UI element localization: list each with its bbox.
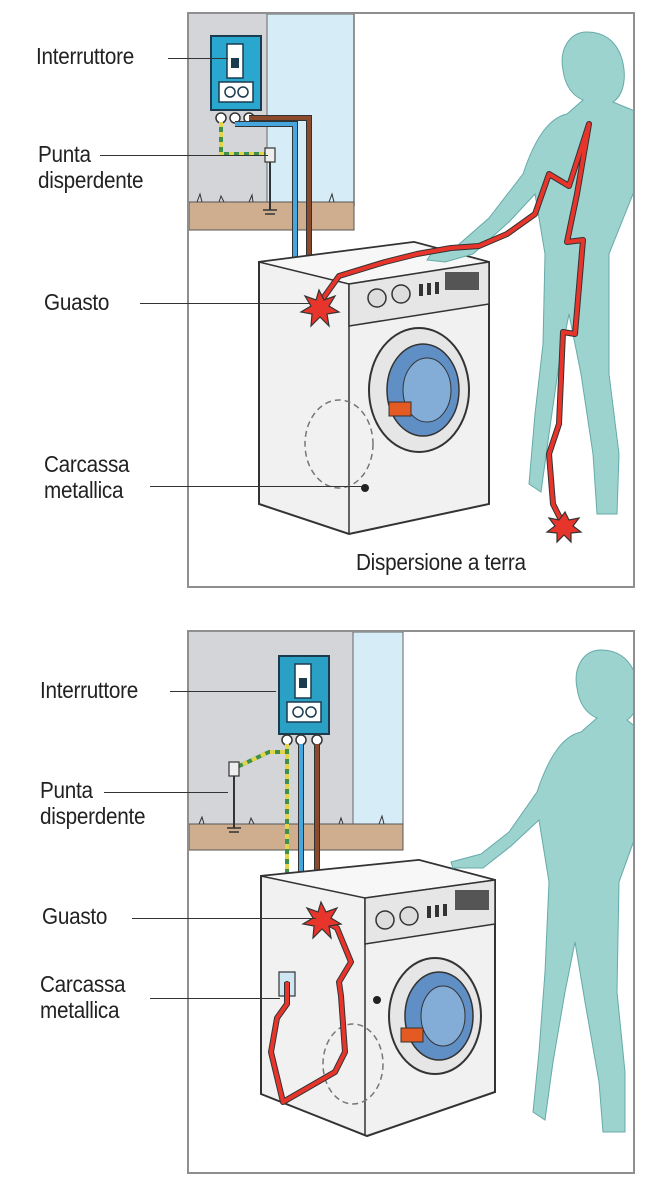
label-casing-top-2: metallica — [44, 477, 124, 503]
diagram-top-drawing — [189, 14, 633, 544]
leader-fault-top — [140, 303, 310, 304]
label-casing-top-1: Carcassa — [44, 451, 130, 477]
person-silhouette-icon — [450, 649, 633, 1133]
breaker-box-icon — [278, 655, 330, 735]
leader-casing-top — [150, 486, 362, 487]
label-earth-rod-top-1: Punta — [38, 141, 91, 167]
spark-icon — [299, 288, 341, 328]
label-ground-leakage: Dispersione a terra — [356, 549, 526, 575]
label-earth-rod-top-2: disperdente — [38, 167, 144, 193]
label-fault-top: Guasto — [44, 289, 110, 315]
washing-machine-icon — [258, 240, 490, 536]
label-switch-top: Interruttore — [36, 43, 135, 69]
leader-earth-rod-bottom — [104, 792, 228, 793]
label-fault-bottom: Guasto — [42, 903, 108, 929]
diagram-bottom-drawing — [189, 632, 633, 1138]
window — [352, 632, 404, 829]
leader-switch-top — [168, 58, 228, 59]
diagram-without-earth-connection — [187, 12, 635, 588]
floor — [189, 201, 355, 231]
leader-switch-bottom — [170, 691, 276, 692]
label-switch-bottom: Interruttore — [40, 677, 139, 703]
label-casing-bottom-2: metallica — [40, 997, 120, 1023]
leader-earth-rod-top — [100, 155, 268, 156]
spark-icon — [301, 900, 343, 940]
breaker-box-icon — [210, 35, 262, 111]
spark-icon — [545, 510, 583, 544]
label-casing-bottom-1: Carcassa — [40, 971, 126, 997]
earth-rod-icon — [227, 761, 241, 833]
floor — [189, 823, 404, 851]
label-earth-rod-bottom-2: disperdente — [40, 803, 146, 829]
diagram-with-earth-connection — [187, 630, 635, 1174]
label-earth-rod-bottom-1: Punta — [40, 777, 93, 803]
leader-fault-bottom — [132, 918, 316, 919]
leader-casing-bottom — [150, 998, 280, 999]
